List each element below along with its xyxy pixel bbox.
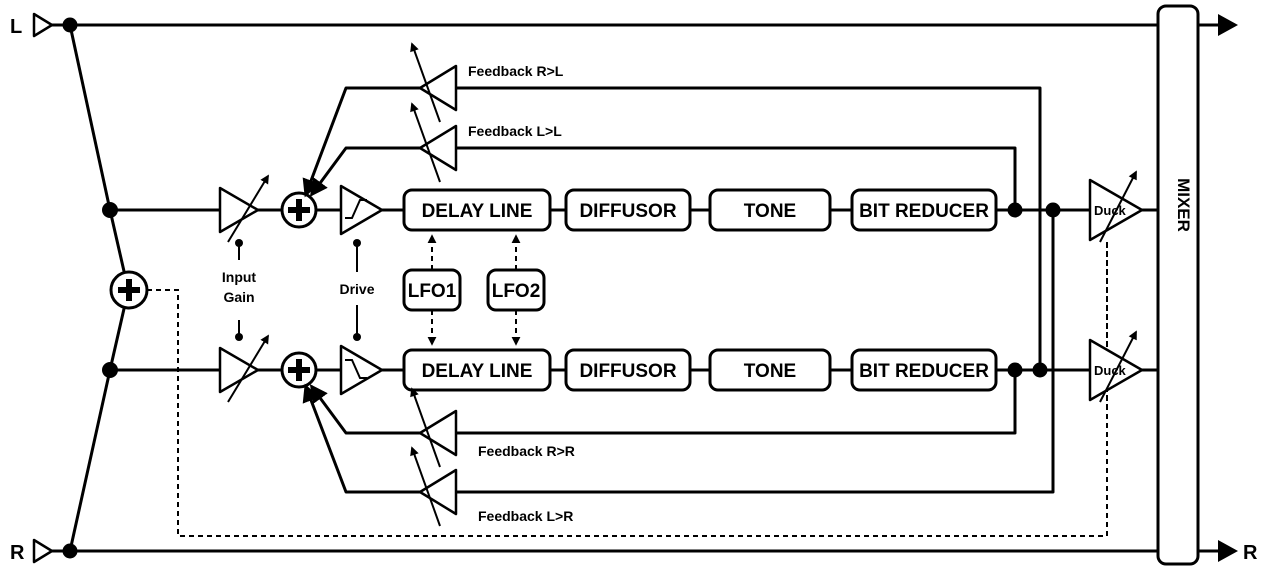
- duck-sidechain-line: [147, 242, 1108, 537]
- input-left: L: [10, 12, 78, 38]
- adjust-arrow-icon: [410, 102, 441, 183]
- mixer: MIXER: [1156, 4, 1200, 566]
- feedback-rr-label: Feedback R>R: [478, 443, 575, 459]
- delay-line-label: DELAY LINE: [422, 361, 533, 382]
- plus-icon: [288, 199, 310, 221]
- right-output-label: R: [1243, 542, 1258, 564]
- saturation-curve-icon: [345, 199, 367, 219]
- mixer-block[interactable]: [1156, 4, 1200, 566]
- tone-label: TONE: [744, 201, 796, 222]
- duck-label: Duck: [1094, 203, 1127, 218]
- left-input-node: [62, 17, 78, 33]
- mixer-label: MIXER: [1174, 178, 1193, 232]
- input-gain-amp-left[interactable]: [218, 186, 260, 234]
- diffusor-label: DIFFUSOR: [579, 201, 676, 222]
- diffusor-label: DIFFUSOR: [579, 361, 676, 382]
- bit-reducer-label: BIT REDUCER: [859, 201, 989, 222]
- right-split-node: [102, 362, 118, 378]
- feedback-ll-label: Feedback L>L: [468, 123, 562, 139]
- plus-icon: [288, 359, 310, 381]
- right-output-arrow-icon: [1218, 540, 1238, 562]
- input-right: R: [10, 538, 78, 564]
- input-gain-amp-right[interactable]: [218, 346, 260, 394]
- feedback-lr-amp[interactable]: [418, 468, 458, 516]
- adjust-arrow-icon: [1099, 170, 1137, 243]
- adjust-arrow-icon: [410, 446, 441, 527]
- left-channel: DELAY LINE DIFFUSOR TONE BIT REDUCER Duc…: [218, 170, 1160, 243]
- input-gain-label-line1: Input: [222, 269, 257, 285]
- feedback-ll-amp[interactable]: [418, 124, 458, 172]
- feedback-rl-amp[interactable]: [418, 64, 458, 112]
- lfo-section: LFO1 LFO2: [402, 234, 546, 346]
- lfo2-label: LFO2: [492, 281, 541, 302]
- outputs: R: [1218, 14, 1258, 564]
- drive-left[interactable]: [339, 184, 384, 236]
- feedback-rr-amp[interactable]: [418, 409, 458, 457]
- input-gain-label-line2: Gain: [223, 289, 254, 305]
- left-input-label: L: [10, 16, 22, 38]
- right-channel: DELAY LINE DIFFUSOR TONE BIT REDUCER Duc…: [218, 330, 1160, 403]
- bit-reducer-label: BIT REDUCER: [859, 361, 989, 382]
- adjust-arrow-icon: [227, 174, 269, 243]
- delay-line-label: DELAY LINE: [422, 201, 533, 222]
- lfo1-label: LFO1: [408, 281, 457, 302]
- right-input-arrow-icon: [32, 538, 54, 564]
- tone-label: TONE: [744, 361, 796, 382]
- adjust-arrow-icon: [410, 387, 441, 468]
- adjust-arrow-icon: [227, 334, 269, 403]
- feedback-paths: Feedback R>L Feedback L>L Feedback R>R F…: [302, 42, 1055, 527]
- drive-label: Drive: [339, 281, 374, 297]
- drive-right[interactable]: [339, 344, 384, 396]
- saturation-curve-icon: [345, 359, 367, 379]
- left-output-arrow-icon: [1218, 14, 1238, 36]
- main-bus-lines: [50, 23, 1220, 553]
- adjust-arrow-icon: [410, 42, 441, 123]
- plus-icon: [118, 279, 140, 301]
- feedback-lr-label: Feedback L>R: [478, 508, 573, 524]
- feedback-rl-label: Feedback R>L: [468, 63, 564, 79]
- right-input-label: R: [10, 542, 25, 564]
- adjust-arrow-icon: [1099, 330, 1137, 403]
- right-input-node: [62, 543, 78, 559]
- control-links: Input Gain Drive: [222, 239, 375, 341]
- left-input-arrow-icon: [32, 12, 54, 38]
- left-split-node: [102, 202, 118, 218]
- duck-label: Duck: [1094, 363, 1127, 378]
